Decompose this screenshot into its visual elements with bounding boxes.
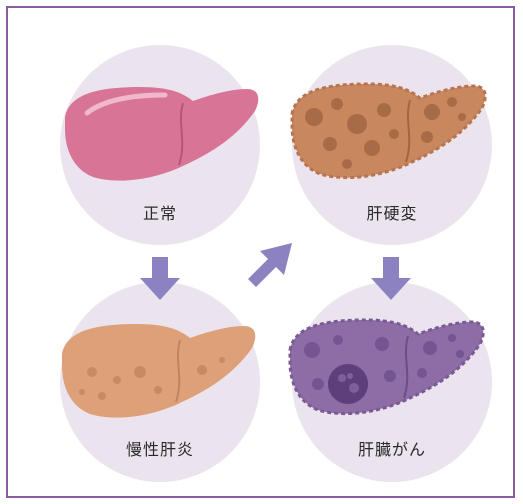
label-chronic-hepatitis: 慢性肝炎: [126, 436, 194, 460]
label-cirrhosis: 肝硬変: [366, 200, 417, 224]
tumor: [328, 364, 368, 404]
arrow-diagonal: [248, 243, 292, 287]
label-normal: 正常: [143, 200, 177, 224]
label-liver-cancer: 肝臓がん: [358, 436, 426, 460]
